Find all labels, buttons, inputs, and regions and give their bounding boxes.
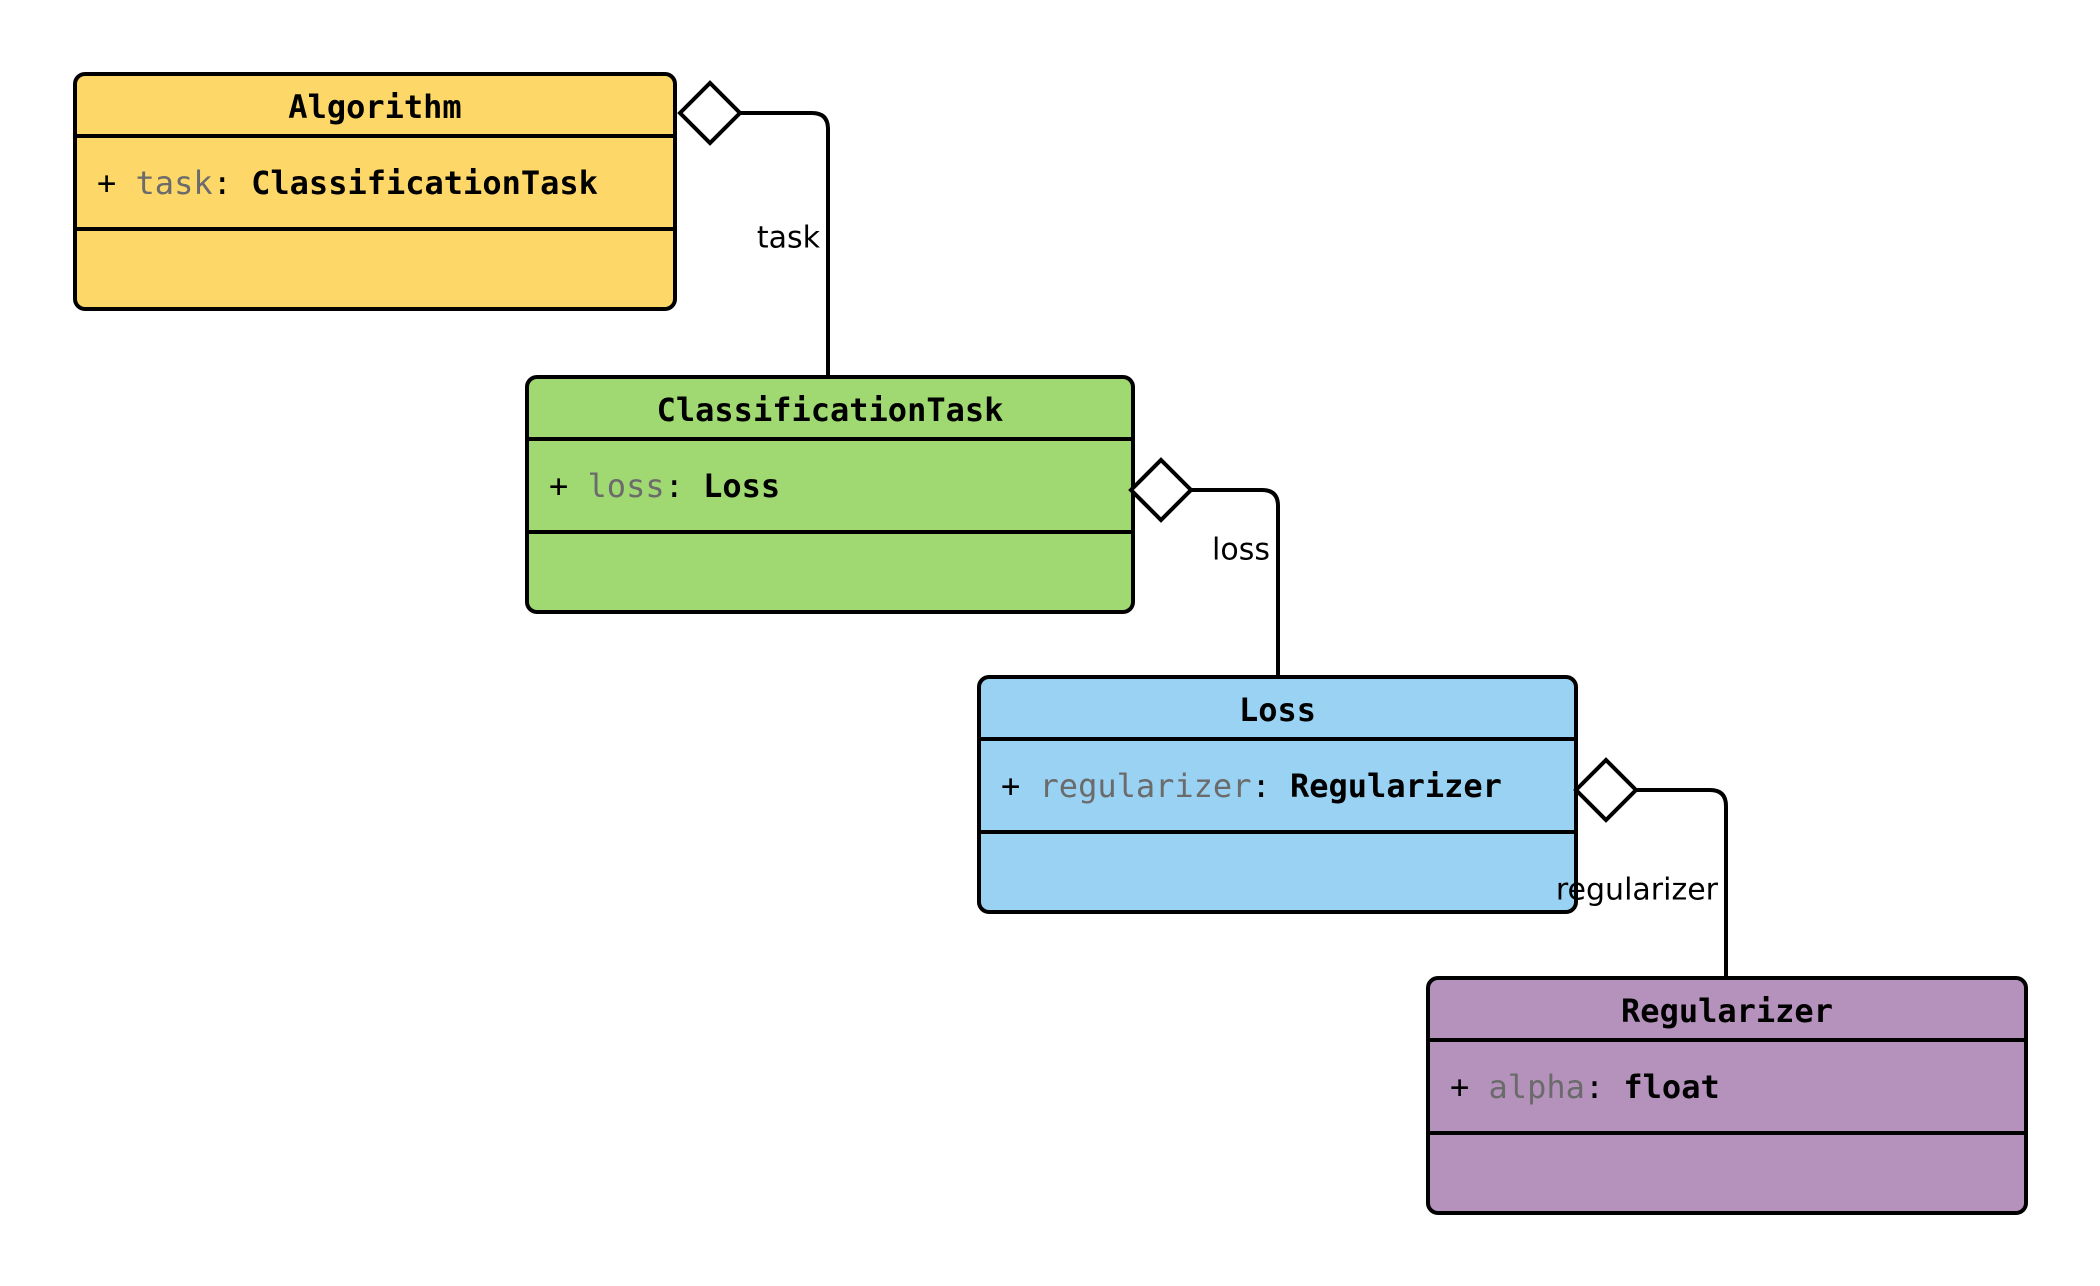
uml-class-loss[interactable]: Loss + regularizer: Regularizer [977,675,1578,914]
class-name-algorithm: Algorithm [77,76,673,138]
attribute-visibility: + [1450,1067,1489,1106]
attribute-row: + alpha: float [1450,1068,1720,1106]
attribute-type: ClassificationTask [251,163,598,202]
aggregation-diamond-icon-algorithm-task [677,80,743,146]
methods-compartment-loss [981,834,1574,910]
attributes-compartment-regularizer: + alpha: float [1430,1042,2024,1135]
connector-label-algorithm-task: task [756,220,820,256]
attribute-name: task [135,163,213,202]
class-name-classification-task: ClassificationTask [529,379,1131,441]
attribute-row: + task: ClassificationTask [97,164,598,202]
attributes-compartment-classification-task: + loss: Loss [529,441,1131,534]
attribute-name: regularizer [1039,766,1252,805]
attributes-compartment-algorithm: + task: ClassificationTask [77,138,673,231]
class-name-loss: Loss [981,679,1574,741]
uml-class-algorithm[interactable]: Algorithm + task: ClassificationTask [73,72,677,311]
attribute-separator: : [664,466,704,505]
attribute-visibility: + [1001,766,1040,805]
attribute-type: Loss [703,466,781,505]
attributes-compartment-loss: + regularizer: Regularizer [981,741,1574,834]
aggregation-diamond-icon-loss-regularizer [1573,757,1639,823]
uml-class-classification-task[interactable]: ClassificationTask + loss: Loss [525,375,1135,614]
class-name-regularizer: Regularizer [1430,980,2024,1042]
attribute-separator: : [1251,766,1290,805]
attribute-separator: : [1584,1067,1624,1106]
methods-compartment-algorithm [77,231,673,307]
connector-label-task-loss: loss [1212,532,1270,568]
attribute-row: + loss: Loss [549,467,780,505]
attribute-type: float [1623,1067,1720,1106]
methods-compartment-regularizer [1430,1135,2024,1211]
uml-class-regularizer[interactable]: Regularizer + alpha: float [1426,976,2028,1215]
aggregation-diamond-icon-task-loss [1128,457,1194,523]
methods-compartment-classification-task [529,534,1131,610]
attribute-type: Regularizer [1289,766,1502,805]
attribute-row: + regularizer: Regularizer [1001,767,1502,805]
attribute-name: alpha [1488,1067,1585,1106]
connector-task-loss [1191,488,1280,675]
attribute-separator: : [212,163,252,202]
attribute-visibility: + [549,466,588,505]
connector-label-loss-regularizer: regularizer [1555,872,1718,908]
attribute-visibility: + [97,163,136,202]
attribute-name: loss [587,466,665,505]
